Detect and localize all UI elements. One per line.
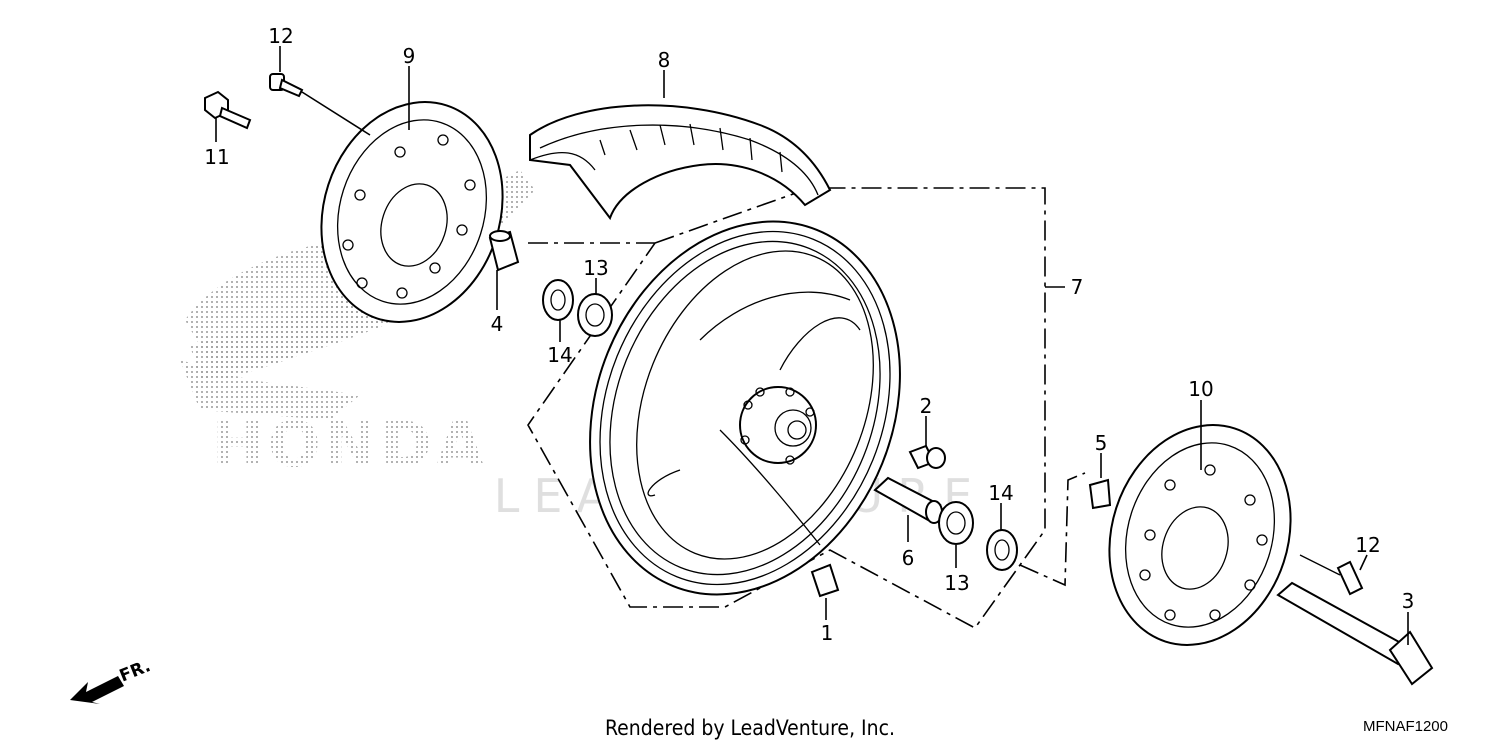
callout-7: 7 bbox=[1071, 275, 1084, 299]
collar-5 bbox=[1088, 478, 1112, 510]
wheel-assembly-outline bbox=[527, 187, 1046, 630]
wheel-rim bbox=[589, 220, 901, 596]
front-direction-arrow: FR. bbox=[70, 656, 153, 704]
honda-watermark-text: HONDA bbox=[212, 408, 488, 481]
axle-3 bbox=[1276, 581, 1434, 686]
seal-13-right bbox=[938, 501, 974, 545]
callout-4: 4 bbox=[491, 312, 504, 336]
callout-13b: 13 bbox=[944, 571, 969, 595]
tire bbox=[529, 104, 832, 221]
callout-3: 3 bbox=[1402, 589, 1415, 613]
bolt-2 bbox=[908, 444, 946, 470]
callout-14b: 14 bbox=[988, 481, 1013, 505]
callout-12b: 12 bbox=[1355, 533, 1380, 557]
callout-14a: 14 bbox=[547, 343, 572, 367]
callout-5: 5 bbox=[1095, 431, 1108, 455]
fr-label: FR. bbox=[117, 656, 154, 686]
hub-outline bbox=[1019, 472, 1086, 587]
valve-1 bbox=[810, 563, 840, 598]
bolt-12-left bbox=[269, 73, 304, 98]
callout-11: 11 bbox=[204, 145, 229, 169]
bolt-12-right bbox=[1299, 554, 1364, 596]
bearing-14-left bbox=[542, 279, 574, 321]
bearing-14-right bbox=[986, 529, 1018, 571]
leader-lines bbox=[215, 46, 1409, 645]
callout-2: 2 bbox=[920, 394, 933, 418]
callout-10: 10 bbox=[1188, 377, 1213, 401]
callout-13a: 13 bbox=[583, 256, 608, 280]
collar-6 bbox=[873, 476, 943, 524]
collar-4 bbox=[488, 230, 520, 272]
callout-labels: 12 9 8 11 13 7 4 14 10 2 5 14 12 6 13 3 … bbox=[204, 24, 1414, 645]
callout-12a: 12 bbox=[268, 24, 293, 48]
callout-9: 9 bbox=[403, 44, 416, 68]
brake-disc-right bbox=[1108, 424, 1292, 646]
brake-disc-left bbox=[320, 101, 504, 323]
callout-8: 8 bbox=[658, 48, 671, 72]
callout-1: 1 bbox=[821, 621, 834, 645]
callout-6: 6 bbox=[902, 546, 915, 570]
bolt-11 bbox=[204, 90, 252, 130]
diagram-code: MFNAF1200 bbox=[1362, 718, 1448, 735]
footer-credit: Rendered by LeadVenture, Inc. bbox=[605, 716, 895, 740]
seal-13-left bbox=[577, 293, 613, 337]
